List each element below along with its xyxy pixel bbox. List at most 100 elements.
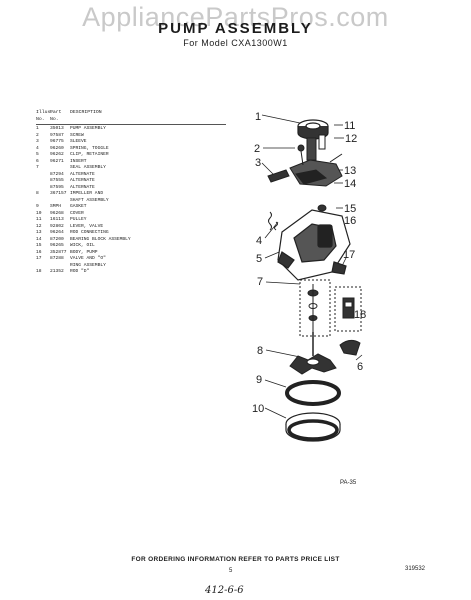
oil-wick-part <box>317 204 327 212</box>
cell-part-no: 21352 <box>50 269 64 274</box>
table-row: 10 96268 COVER <box>36 211 226 218</box>
callout-17: 17 <box>343 249 355 261</box>
exploded-diagram: 1 2 3 4 5 6 7 8 9 10 11 12 13 14 15 16 1… <box>252 111 366 486</box>
cell-part-no: 87288 <box>50 256 64 261</box>
callout-3: 3 <box>255 157 261 169</box>
cell-description: ROD "D" <box>70 269 90 274</box>
cell-illus-no: 18 <box>36 269 42 274</box>
cell-part-no: 97587 <box>50 132 64 138</box>
cell-part-no: 87294 <box>50 171 64 177</box>
cell-illus-no: 15 <box>36 243 42 248</box>
cover-part <box>285 412 341 442</box>
cell-illus-no: 3 <box>36 139 39 144</box>
cell-part-no: SMPH <box>50 204 62 209</box>
table-row: SHAFT ASSEMBLY <box>36 198 226 205</box>
valve-assembly-part <box>334 286 362 356</box>
header-description: DESCRIPTION <box>70 110 102 115</box>
header-part-no: Part No. <box>50 110 62 122</box>
header-illus-no: Illus. No. <box>36 110 54 122</box>
callout-4: 4 <box>256 235 262 247</box>
cell-description: INSERT <box>70 158 87 164</box>
cell-illus-no: 1 <box>36 126 39 131</box>
callout-14: 14 <box>344 178 356 190</box>
callout-15: 15 <box>344 203 356 215</box>
figure-code: PA-35 <box>340 480 357 486</box>
cell-description: SCREW <box>70 132 84 138</box>
cell-description: ALTERNATE <box>70 178 95 183</box>
callout-16: 16 <box>344 215 356 227</box>
callout-1: 1 <box>255 111 261 123</box>
table-row: 87555 ALTERNATE <box>36 178 226 185</box>
table-row: 6 96271 INSERT <box>36 159 226 166</box>
cell-part-no: 96265 <box>50 243 64 248</box>
cell-illus-no: 17 <box>36 256 42 261</box>
cell-part-no: 96271 <box>50 158 64 164</box>
callout-5: 5 <box>256 253 262 265</box>
cell-part-no: 87595 <box>50 184 64 190</box>
table-row: 18 21352 ROD "D" <box>36 269 226 276</box>
cell-part-no: 96268 <box>50 210 64 216</box>
cell-description: SHAFT ASSEMBLY <box>70 197 109 203</box>
cell-part-no: 35013 <box>50 126 64 131</box>
bearing-block-part <box>267 134 343 187</box>
cell-illus-no: 8 <box>36 191 39 196</box>
cell-part-no: 96775 <box>50 139 64 144</box>
cell-description: BODY, PUMP <box>70 249 98 255</box>
table-row: 2 97587 SCREW <box>36 133 226 140</box>
cell-description: PULLEY <box>70 217 87 222</box>
cell-part-no: 367157 <box>50 191 67 196</box>
table-row: RING ASSEMBLY <box>36 263 226 270</box>
cell-description: COVER <box>70 210 84 216</box>
cell-description: PUMP ASSEMBLY <box>70 126 106 131</box>
cell-illus-no: 5 <box>36 152 39 157</box>
cell-part-no: 96262 <box>50 152 64 157</box>
cell-illus-no: 10 <box>36 210 42 216</box>
gasket-part <box>285 380 341 406</box>
cell-part-no: 87555 <box>50 178 64 183</box>
cell-description: LEVER, VALVE <box>70 223 104 229</box>
callout-13: 13 <box>344 165 356 177</box>
toggle-spring-part <box>268 211 278 231</box>
cell-illus-no: 6 <box>36 158 39 164</box>
table-row: 5 96262 CLIP, RETAINER <box>36 152 226 159</box>
cell-part-no: 352877 <box>50 249 67 255</box>
cell-description: SEAL ASSEMBLY <box>70 165 106 170</box>
table-row: 12 92802 LEVER, VALVE <box>36 224 226 231</box>
watermark: AppliancePartsPros.com <box>82 2 389 32</box>
impeller-part <box>289 332 337 375</box>
ordering-info-footer: FOR ORDERING INFORMATION REFER TO PARTS … <box>131 556 340 563</box>
handwritten-note: 412-6-6 <box>205 585 244 596</box>
cell-illus-no: 4 <box>36 145 39 151</box>
callout-7: 7 <box>257 276 263 288</box>
cell-part-no: 92802 <box>50 223 64 229</box>
document-code: 319532 <box>405 566 426 572</box>
callout-2: 2 <box>254 143 260 155</box>
cell-description: GASKET <box>70 204 87 209</box>
cell-description: RING ASSEMBLY <box>70 262 106 268</box>
callout-6: 6 <box>357 361 363 373</box>
callout-8: 8 <box>257 345 263 357</box>
callout-9: 9 <box>256 374 262 386</box>
cell-illus-no: 12 <box>36 223 42 229</box>
callout-18: 18 <box>354 309 366 321</box>
cell-illus-no: 2 <box>36 132 39 138</box>
cell-description: ALTERNATE <box>70 171 95 177</box>
table-row: 87294 ALTERNATE <box>36 172 226 179</box>
callout-12: 12 <box>345 133 357 145</box>
cell-description: CLIP, RETAINER <box>70 152 109 157</box>
cell-description: BEARING BLOCK ASSEMBLY <box>70 236 131 242</box>
cell-illus-no: 11 <box>36 217 42 222</box>
table-row: 1 35013 PUMP ASSEMBLY <box>36 126 226 133</box>
